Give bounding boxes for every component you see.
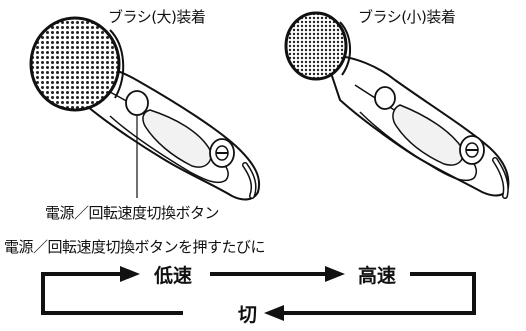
device-large-brush: [29, 16, 260, 201]
arrowhead-to-low: [120, 266, 140, 282]
battery-cap: [209, 138, 235, 168]
power-speed-button[interactable]: [374, 86, 396, 110]
battery-cap: [459, 135, 485, 165]
grip-recess: [392, 104, 464, 166]
brush-large-label: ブラシ(大)装着: [108, 8, 206, 26]
arrowhead-to-off: [264, 305, 284, 321]
device-small-brush: [284, 11, 510, 199]
button-callout-label: 電源／回転速度切換ボタン: [45, 204, 220, 222]
cycle-off-label: 切: [234, 300, 262, 327]
arrow-high-to-off: [284, 272, 476, 315]
grip-recess: [142, 109, 212, 168]
large-brush-head: [29, 16, 125, 112]
arrow-off-to-low: [41, 272, 183, 315]
cycle-high-label: 高速: [354, 261, 401, 288]
brush-small-label: ブラシ(小)装着: [358, 8, 456, 26]
power-speed-button[interactable]: [125, 90, 149, 116]
small-brush-head: [284, 11, 351, 81]
speed-cycle-flow: [41, 272, 476, 315]
arrowhead-to-high: [325, 266, 345, 282]
cycle-low-label: 低速: [150, 261, 197, 288]
cycle-caption: 電源／回転速度切換ボタンを押すたびに: [4, 238, 266, 256]
